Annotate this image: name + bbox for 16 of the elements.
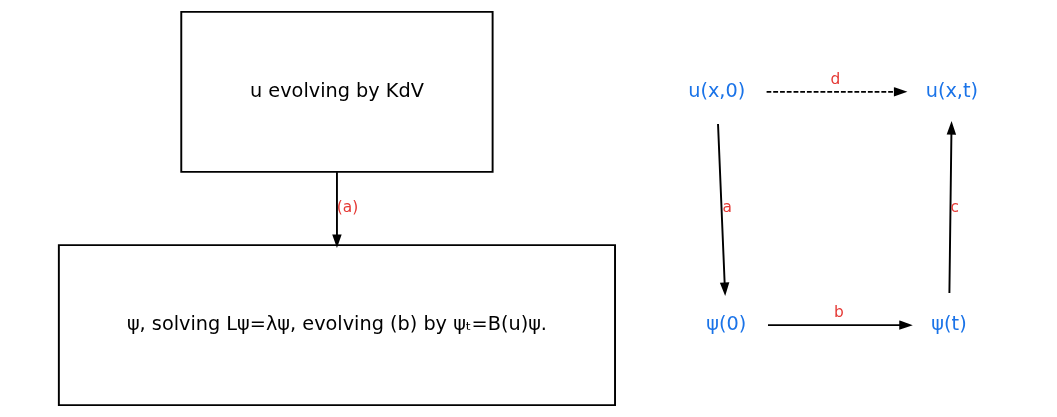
- node-text: ψ(0): [705, 311, 746, 335]
- arrow: [716, 123, 729, 296]
- arrow: [765, 87, 907, 97]
- edge-label: (a): [336, 198, 358, 217]
- node-text: ψ(t): [930, 311, 967, 335]
- edge-label: c: [950, 198, 959, 217]
- node-text: u(x,t): [925, 78, 978, 102]
- node-box: ψ, solving Lψ=λψ, evolving (b) by ψₜ=B(u)ψ.: [57, 244, 616, 407]
- arrow: [946, 121, 956, 295]
- arrow: [331, 171, 342, 248]
- arrow: [766, 320, 913, 330]
- node-box: u evolving by KdV: [179, 10, 494, 173]
- edge-label: a: [722, 198, 732, 217]
- edge-label: b: [833, 303, 844, 322]
- edge-label: d: [830, 69, 840, 88]
- node-text: u(x,0): [687, 78, 745, 102]
